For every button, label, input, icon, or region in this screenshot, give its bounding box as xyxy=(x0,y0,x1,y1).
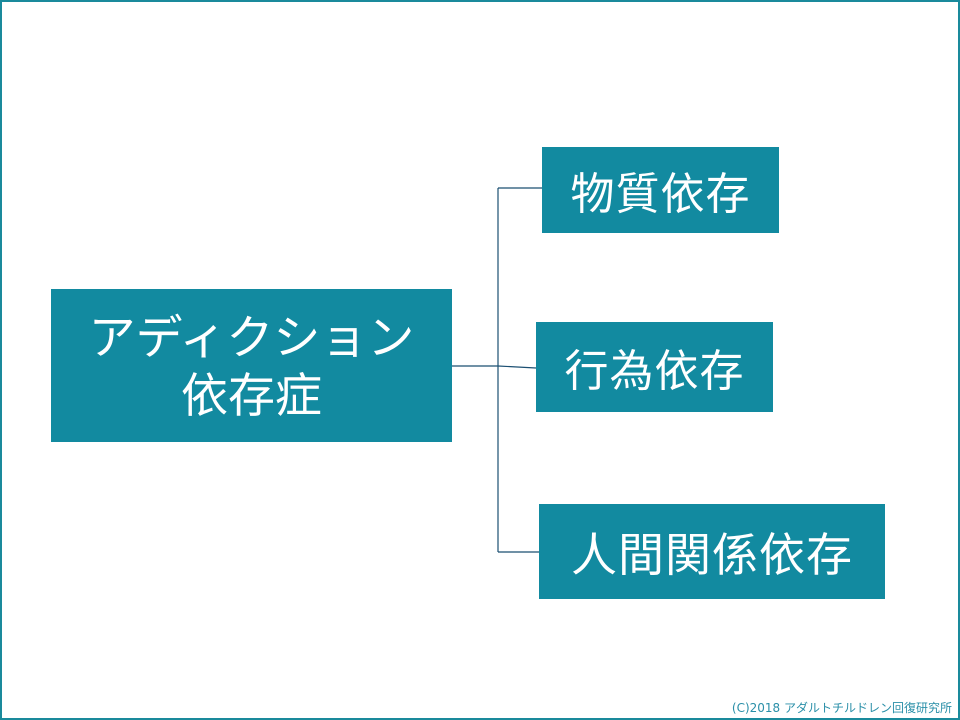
child-node-substance: 物質依存 xyxy=(542,147,779,233)
copyright-notice: (C)2018 アダルトチルドレン回復研究所 xyxy=(731,701,952,715)
root-node-line1: アディクション xyxy=(88,310,415,366)
child-node-label: 人間関係依存 xyxy=(571,527,853,582)
child-node-behavior: 行為依存 xyxy=(536,322,773,412)
connector-branch-2 xyxy=(497,365,537,369)
root-node: アディクション 依存症 xyxy=(51,289,452,442)
child-node-label: 行為依存 xyxy=(564,346,745,397)
child-node-label: 物質依存 xyxy=(570,169,751,220)
root-node-line2: 依存症 xyxy=(181,368,322,424)
child-node-relationship: 人間関係依存 xyxy=(539,504,885,599)
